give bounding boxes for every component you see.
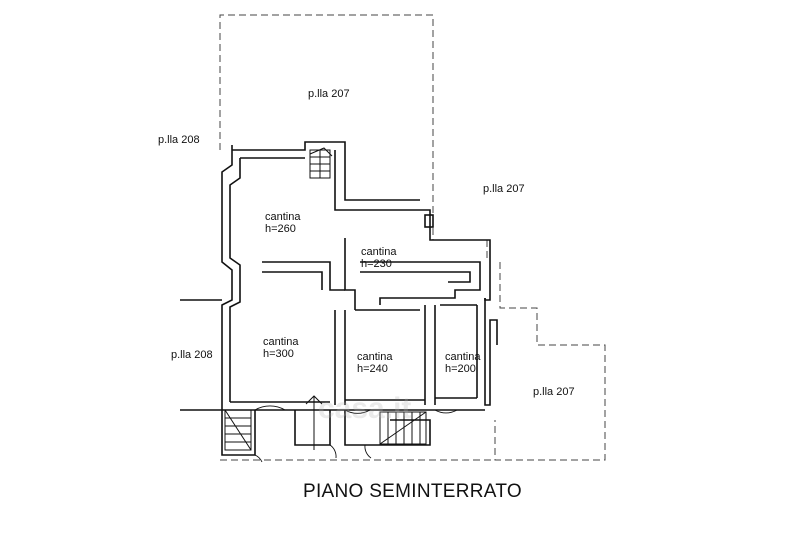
parcel-label-right-lower: p.lla 207 bbox=[533, 386, 575, 398]
wall-outer-left-inner bbox=[229, 158, 241, 402]
wall-bottom-lower-2 bbox=[294, 410, 331, 446]
wall-bottom-lower-3 bbox=[344, 410, 378, 446]
room-height: h=300 bbox=[263, 348, 294, 360]
room-name: cantina bbox=[357, 351, 393, 363]
room-name: cantina bbox=[263, 336, 299, 348]
door-swing-5 bbox=[329, 444, 337, 459]
door-swing-4 bbox=[254, 454, 263, 463]
door-swing-2 bbox=[344, 409, 371, 414]
walls bbox=[180, 141, 498, 456]
room-height: h=230 bbox=[361, 258, 392, 270]
stair-top bbox=[309, 147, 333, 179]
wall-mid-horizontal bbox=[262, 261, 345, 291]
room-name: cantina bbox=[361, 246, 397, 258]
wall-right-upper bbox=[484, 262, 491, 301]
plan-title: PIANO SEMINTERRATO bbox=[303, 481, 523, 502]
parcel-label-top: p.lla 207 bbox=[308, 88, 350, 100]
pillar-mark bbox=[424, 214, 434, 228]
room-name: cantina bbox=[265, 211, 301, 223]
room-label-cantina-230: cantina h=230 bbox=[361, 246, 396, 270]
wall-bottom-lower bbox=[221, 410, 256, 456]
watermark-text: casa.it bbox=[318, 392, 412, 425]
stair-bottom-left bbox=[224, 409, 252, 451]
door-swing-1 bbox=[254, 405, 286, 411]
room-height: h=200 bbox=[445, 363, 476, 375]
boundary-parcel-top bbox=[219, 14, 488, 262]
wall-cantina-230-left bbox=[344, 238, 356, 310]
wall-cantina-230-bottom-inner bbox=[360, 271, 471, 283]
parcel-label-left-lower: p.lla 208 bbox=[171, 349, 213, 361]
dashed-boundaries bbox=[219, 14, 606, 461]
door-swings bbox=[254, 405, 458, 463]
room-label-cantina-300: cantina h=300 bbox=[263, 336, 298, 360]
room-name: cantina bbox=[445, 351, 481, 363]
wall-cantina-260-right bbox=[334, 150, 491, 262]
wall-right-lower bbox=[484, 298, 498, 406]
parcel-label-left-upper: p.lla 208 bbox=[158, 134, 200, 146]
room-height: h=240 bbox=[357, 363, 388, 375]
boundary-parcel-right bbox=[494, 262, 606, 461]
stair-bottom-right bbox=[379, 411, 427, 445]
wall-mid-horizontal-inner bbox=[262, 271, 323, 290]
parcel-label-right-middle: p.lla 207 bbox=[483, 183, 525, 195]
wall-outer-left bbox=[221, 145, 233, 410]
room-label-cantina-200: cantina h=200 bbox=[445, 351, 480, 375]
room-height: h=260 bbox=[265, 223, 296, 235]
stair-bottom-center bbox=[305, 395, 323, 450]
door-swing-6 bbox=[364, 444, 372, 459]
room-label-cantina-240: cantina h=240 bbox=[357, 351, 392, 375]
stairs bbox=[224, 147, 427, 451]
wall-top bbox=[232, 141, 420, 201]
door-swing-3 bbox=[434, 409, 458, 414]
room-label-cantina-260: cantina h=260 bbox=[265, 211, 300, 235]
wall-cantina-230-bottom bbox=[360, 261, 481, 305]
wall-bottom-lower-4 bbox=[378, 419, 431, 446]
